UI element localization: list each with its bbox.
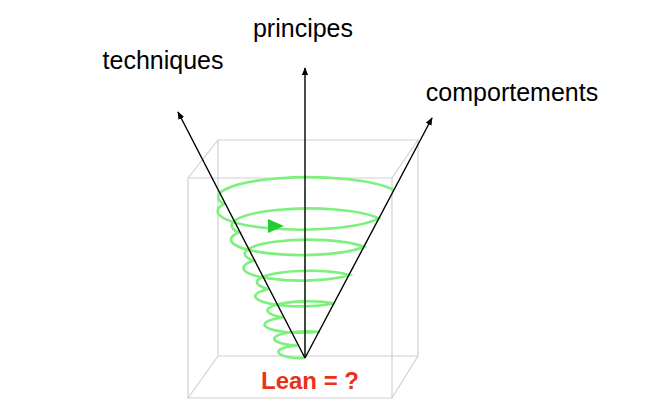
axis-label: principes [250, 14, 356, 43]
question-label: Lean = ? [258, 367, 362, 395]
axis-label: comportements [423, 78, 601, 107]
axis-line [305, 118, 432, 358]
spiral-arrowhead [268, 219, 284, 233]
axis-label: techniques [100, 46, 227, 75]
axis-line [304, 68, 305, 358]
axis-line [178, 112, 305, 358]
cube-outline [188, 140, 418, 398]
axes [178, 68, 432, 358]
